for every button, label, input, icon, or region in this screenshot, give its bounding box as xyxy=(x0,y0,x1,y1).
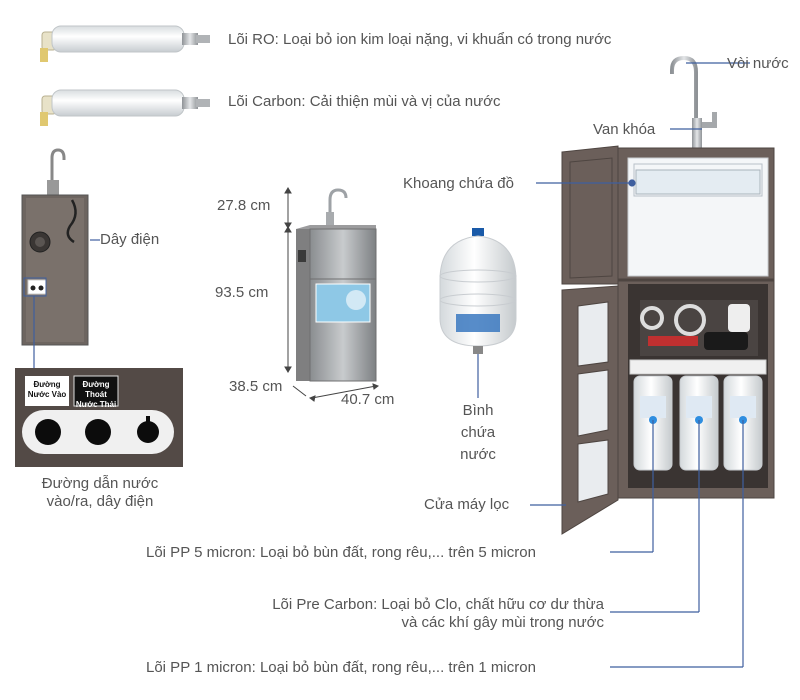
main-cabinet xyxy=(561,55,775,535)
power-cord-label: Dây điện xyxy=(100,231,160,248)
dimension-lines xyxy=(284,187,380,402)
ro-filter-cartridge xyxy=(40,25,210,62)
ports-caption-line1: Đường dẫn nước xyxy=(41,475,159,492)
faucet-label: Vòi nước xyxy=(727,55,789,72)
dimension-top-height: 27.8 cm xyxy=(217,197,271,214)
tank-label-line3: nước xyxy=(460,446,496,463)
machine-back-panel xyxy=(21,148,89,346)
dimension-width: 40.7 cm xyxy=(341,391,395,408)
valve-label: Van khóa xyxy=(593,121,656,138)
carbon-filter-cartridge xyxy=(40,89,210,126)
ports-caption: Đường dẫn nước vào/ra, dây điện xyxy=(10,475,190,511)
pp5-filter-label: Lõi PP 5 micron: Loại bỏ bùn đất, rong r… xyxy=(146,544,536,561)
storage-compartment-label: Khoang chứa đồ xyxy=(403,175,514,192)
inlet-sticker-label: Đường Nước Vào xyxy=(27,380,67,399)
outlet-sticker-label: Đường Thoát Nước Thải xyxy=(75,380,117,409)
carbon-filter-label: Lõi Carbon: Cải thiện mùi và vị của nước xyxy=(228,93,501,110)
dimension-machine-drawing xyxy=(296,188,377,382)
pressure-tank xyxy=(439,228,517,354)
callout-lines xyxy=(530,62,750,668)
filter-door-label: Cửa máy lọc xyxy=(424,496,510,513)
pp1-filter-label: Lõi PP 1 micron: Loại bỏ bùn đất, rong r… xyxy=(146,659,536,676)
tank-label-line1: Bình xyxy=(462,402,494,419)
pre-carbon-line2: và các khí gây mùi trong nước xyxy=(401,614,604,631)
ro-filter-label: Lõi RO: Loại bỏ ion kim loại nặng, vi kh… xyxy=(228,31,612,48)
ports-zoom-panel xyxy=(15,368,183,467)
dimension-depth: 38.5 cm xyxy=(229,378,283,395)
dimension-body-height: 93.5 cm xyxy=(215,284,269,301)
ports-caption-line2: vào/ra, dây điện xyxy=(46,493,154,510)
pre-carbon-line1: Lõi Pre Carbon: Loại bỏ Clo, chất hữu cơ… xyxy=(272,596,604,613)
tank-label-line2: chứa xyxy=(460,424,496,441)
pre-carbon-filter-label: Lõi Pre Carbon: Loại bỏ Clo, chất hữu cơ… xyxy=(200,596,604,632)
tank-label: Bình chứa nước xyxy=(438,400,518,466)
